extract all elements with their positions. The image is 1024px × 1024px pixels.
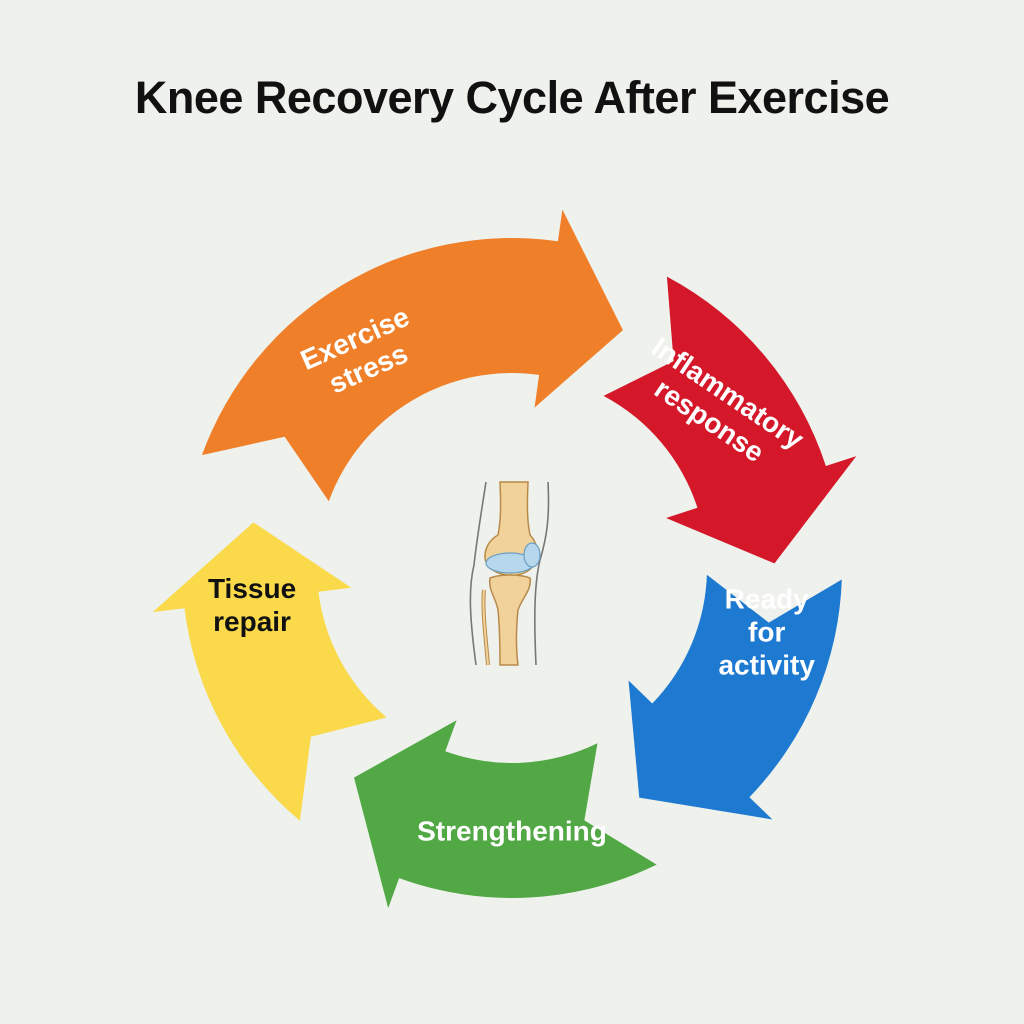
cycle-arrow-4 [354,720,657,909]
cycle-arrow-2 [603,276,857,564]
cycle-arrows [152,209,857,909]
cycle-arrow-5 [152,522,387,821]
stage-label-4: Strengthening [417,816,607,847]
cycle-arrow-1 [201,209,623,502]
cycle-arrow-3 [628,574,842,820]
diagram-title: Knee Recovery Cycle After Exercise [134,72,890,123]
knee-joint-icon [469,481,550,666]
